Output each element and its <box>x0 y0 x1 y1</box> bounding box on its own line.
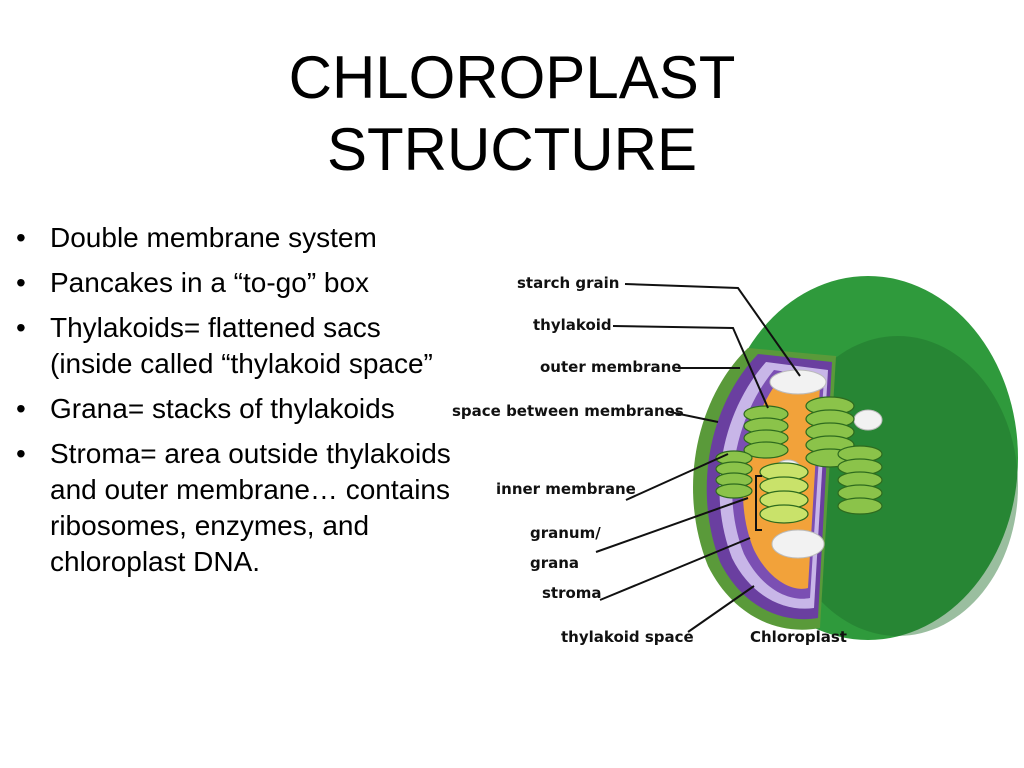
bullet-dot: • <box>16 222 26 253</box>
bullet-text: Stroma= area outside thylakoids and oute… <box>50 438 451 577</box>
title-line-1: CHLOROPLAST <box>288 44 736 111</box>
bullet-text: Pancakes in a “to-go” box <box>50 267 370 298</box>
bullet-dot: • <box>16 438 26 469</box>
starch-grain-icon <box>769 369 827 395</box>
granum-bracket <box>755 475 762 531</box>
bullet-dot: • <box>16 312 26 343</box>
bullet-list: • Double membrane system • Pancakes in a “… <box>10 220 460 589</box>
label-space-between-membranes: space between membranes <box>452 402 684 420</box>
starch-grain-icon <box>853 409 883 431</box>
bullet-text: Grana= stacks of thylakoids <box>50 393 395 424</box>
bullet-item: • Double membrane system <box>10 220 460 256</box>
granum-stack-icon <box>837 445 883 515</box>
label-chloroplast: Chloroplast <box>750 628 847 646</box>
slide-title: CHLOROPLAST STRUCTURE <box>0 42 1024 186</box>
leader-lines <box>595 283 801 633</box>
bullet-item: • Stroma= area outside thylakoids and out… <box>10 436 460 580</box>
label-outer-membrane: outer membrane <box>540 358 682 376</box>
chloroplast-diagram: starch grain thylakoid outer membrane sp… <box>452 274 1018 646</box>
label-thylakoid: thylakoid <box>533 316 612 334</box>
label-starch-grain: starch grain <box>517 274 620 292</box>
granum-stack-icon <box>759 462 809 524</box>
title-line-2: STRUCTURE <box>327 116 697 183</box>
granum-stack-icon <box>743 405 789 459</box>
label-granum: granum/ <box>530 524 601 542</box>
label-thylakoid-space: thylakoid space <box>561 628 694 646</box>
starch-grain-icon <box>771 529 825 559</box>
bullet-item: • Grana= stacks of thylakoids <box>10 391 460 427</box>
bullet-item: • Pancakes in a “to-go” box <box>10 265 460 301</box>
granum-stack-icon <box>805 396 855 468</box>
label-grana: grana <box>530 554 579 572</box>
bullet-text: Double membrane system <box>50 222 377 253</box>
bullet-item: • Thylakoids= flattened sacs (inside call… <box>10 310 460 382</box>
label-inner-membrane: inner membrane <box>496 480 636 498</box>
label-stroma: stroma <box>542 584 602 602</box>
bullet-dot: • <box>16 267 26 298</box>
bullet-dot: • <box>16 393 26 424</box>
bullet-text: Thylakoids= flattened sacs (inside calle… <box>50 312 433 379</box>
